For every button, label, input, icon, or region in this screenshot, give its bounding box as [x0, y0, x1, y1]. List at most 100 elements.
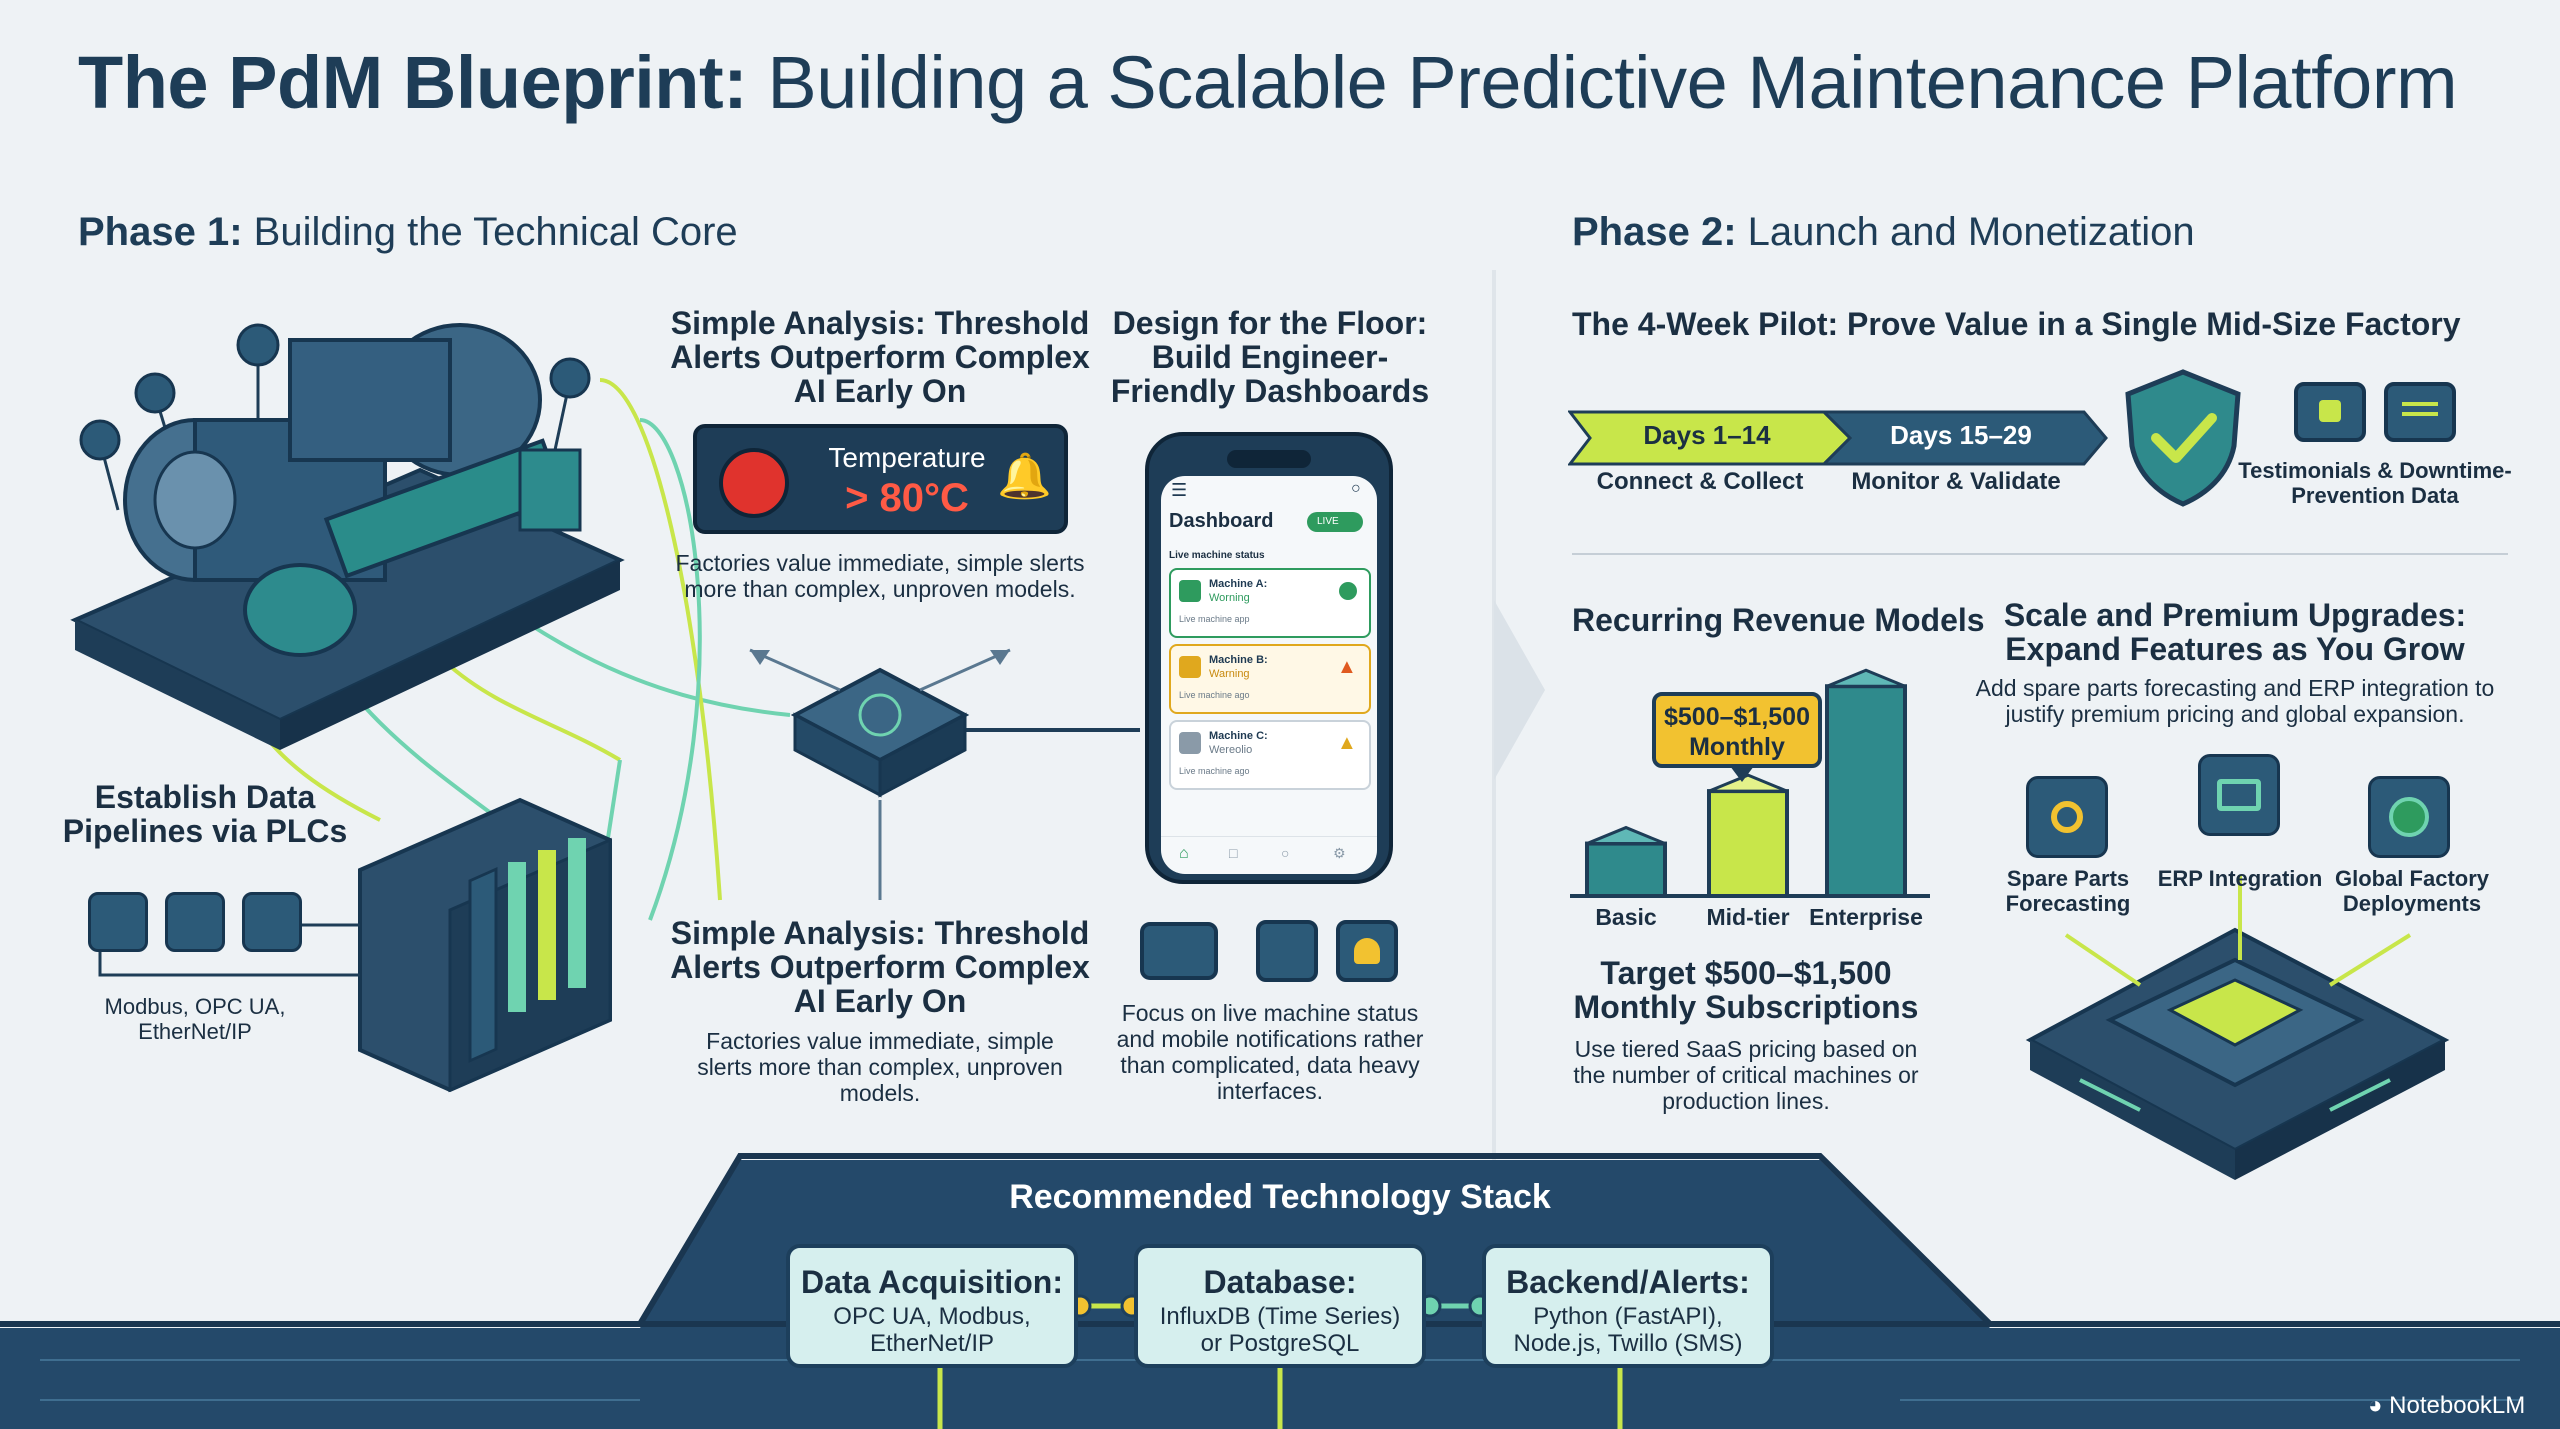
- upgrades-heading: Scale and Premium Upgrades: Expand Featu…: [2003, 597, 2467, 667]
- stack-database: Database: InfluxDB (Time Series) or Post…: [1134, 1244, 1426, 1368]
- settings-tab-icon[interactable]: ⚙: [1333, 845, 1346, 861]
- chat-notification-icon: [1140, 922, 1218, 980]
- notification-icon[interactable]: ○: [1351, 480, 1361, 497]
- devices-tab-icon[interactable]: □: [1229, 845, 1238, 861]
- phase2-heading: Phase 2: Launch and Monetization: [1572, 210, 2195, 255]
- price-callout-pointer: [1730, 766, 1754, 782]
- home-tab-icon[interactable]: ⌂: [1179, 845, 1189, 862]
- pipelines-protocols: Modbus, OPC UA, EtherNet/IP: [104, 994, 286, 1044]
- phone-mockup: ☰ ○ Dashboard LIVE Live machine status M…: [1145, 432, 1393, 884]
- stack-item-3-title: Backend/Alerts:: [1506, 1264, 1750, 1300]
- brand-text: NotebookLM: [2389, 1392, 2526, 1419]
- revenue-heading: Recurring Revenue Models: [1572, 602, 1985, 638]
- page-title: The PdM Blueprint: Building a Scalable P…: [78, 40, 2458, 125]
- stack-item-1-title: Data Acquisition:: [801, 1264, 1063, 1300]
- machine-a-icon: [1179, 580, 1201, 602]
- pilot-step-1-range: Days 1–14: [1643, 420, 1771, 450]
- timeline-step-2: [1820, 410, 2108, 466]
- stack-item-2-title: Database:: [1203, 1264, 1357, 1300]
- thumbs-up-icon: [2294, 382, 2366, 442]
- alert-value: > 80°C: [845, 476, 969, 520]
- category-label-basic: Basic: [1595, 904, 1657, 930]
- bar-top-enterprise: [1826, 668, 1906, 688]
- alerts-tab-icon[interactable]: ○: [1281, 845, 1290, 861]
- machine-b-name: Machine B:: [1209, 654, 1268, 666]
- phase1-title: Building the Technical Core: [253, 210, 738, 254]
- pipelines-heading: Establish Data Pipelines via PLCs: [62, 779, 348, 849]
- pilot-timeline: [1568, 410, 2108, 466]
- feature-erp: ERP Integration: [2157, 866, 2323, 891]
- title-rest: Building a Scalable Predictive Maintenan…: [767, 41, 2458, 124]
- bell-icon: 🔔: [997, 452, 1052, 501]
- stack-data-acquisition: Data Acquisition: OPC UA, Modbus, EtherN…: [786, 1244, 1078, 1368]
- folder-gear-icon: [2198, 754, 2280, 836]
- phase2-label: Phase 2:: [1572, 210, 1737, 254]
- testimonial-label: Testimonials & Downtime-Prevention Data: [2238, 458, 2512, 508]
- machine-c-sub: Live machine ago: [1179, 766, 1250, 776]
- machine-card-a[interactable]: Machine A: Worning Live machine app: [1169, 568, 1371, 638]
- title-bold: The PdM Blueprint:: [78, 41, 748, 124]
- menu-icon[interactable]: ☰: [1171, 480, 1188, 500]
- floor-heading: Design for the Floor: Build Engineer-Fri…: [1110, 305, 1430, 409]
- phone-title: Dashboard: [1169, 510, 1274, 532]
- temperature-alert-card: Temperature > 80°C 🔔: [693, 424, 1068, 534]
- revenue-body: Use tiered SaaS pricing based on the num…: [1573, 1036, 1919, 1114]
- phone-tab-bar: ⌂ □ ○ ⚙: [1161, 836, 1377, 874]
- machine-c-icon: [1179, 732, 1201, 754]
- price-callout: $500–$1,500 Monthly: [1652, 692, 1822, 768]
- pilot-step-2-range: Days 15–29: [1890, 420, 2032, 450]
- phase1-label: Phase 1:: [78, 210, 243, 254]
- monitor-icon: [165, 892, 225, 952]
- mobile-icon: [1256, 920, 1318, 982]
- message-icon: [2384, 382, 2456, 442]
- alert-red-light-icon: [719, 448, 789, 518]
- analysis-bottom-body: Factories value immediate, simple slerts…: [697, 1028, 1063, 1106]
- phase1-heading: Phase 1: Building the Technical Core: [78, 210, 738, 255]
- pilot-step-1-label: Connect & Collect: [1596, 468, 1804, 495]
- category-label-enterprise: Enterprise: [1809, 904, 1923, 930]
- brand-icon: ◕: [2368, 1392, 2383, 1419]
- analysis-top-heading: Simple Analysis: Threshold Alerts Outper…: [670, 305, 1090, 409]
- stack-heading: Recommended Technology Stack: [1009, 1178, 1551, 1216]
- alert-label: Temperature: [828, 442, 986, 473]
- machine-a-name: Machine A:: [1209, 578, 1268, 590]
- warning-icon-2: ▲: [1337, 732, 1357, 754]
- bar-top-mid-tier: [1708, 773, 1788, 793]
- bar-enterprise: [1825, 684, 1907, 898]
- phone-screen: ☰ ○ Dashboard LIVE Live machine status M…: [1161, 476, 1377, 874]
- machine-a-status: Worning: [1209, 592, 1250, 604]
- bar-top-basic: [1586, 825, 1666, 846]
- machine-b-status: Warning: [1209, 668, 1250, 680]
- machine-b-icon: [1179, 656, 1201, 678]
- machine-c-name: Machine C:: [1209, 730, 1268, 742]
- machine-card-c[interactable]: Machine C: Wereolio Live machine ago ▲: [1169, 720, 1371, 790]
- feature-global: Global Factory Deployments: [2334, 866, 2490, 916]
- stack-item-1-desc: OPC UA, Modbus, EtherNet/IP: [833, 1303, 1031, 1357]
- brand-label: ◕ NotebookLM: [2368, 1392, 2525, 1420]
- stack-item-2-desc: InfluxDB (Time Series) or PostgreSQL: [1159, 1303, 1401, 1357]
- floor-body: Focus on live machine status and mobile …: [1116, 1000, 1424, 1104]
- shield-check-icon: [2125, 369, 2241, 507]
- bar-basic: [1585, 841, 1667, 898]
- upgrades-body: Add spare parts forecasting and ERP inte…: [1975, 675, 2495, 727]
- machine-b-sub: Live machine ago: [1179, 690, 1250, 700]
- live-toggle[interactable]: LIVE: [1307, 512, 1363, 532]
- globe-icon: [2368, 776, 2450, 858]
- machine-card-b[interactable]: Machine B: Warning Live machine ago ▲: [1169, 644, 1371, 714]
- feature-spare-parts: Spare Parts Forecasting: [2005, 866, 2131, 916]
- alert-bell-icon: [1336, 920, 1398, 982]
- phase2-title: Launch and Monetization: [1747, 210, 2195, 254]
- stack-backend-alerts: Backend/Alerts: Python (FastAPI), Node.j…: [1482, 1244, 1774, 1368]
- pilot-step-2-label: Monitor & Validate: [1851, 468, 2061, 495]
- machine-a-sub: Live machine app: [1179, 614, 1250, 624]
- waveform-icon: [242, 892, 302, 952]
- warning-icon: ▲: [1337, 656, 1357, 678]
- analysis-top-body: Factories value immediate, simple slerts…: [675, 550, 1085, 602]
- phone-section-label: Live machine status: [1169, 550, 1265, 561]
- bar-mid-tier: [1707, 789, 1789, 898]
- wrench-gear-icon: [2026, 776, 2108, 858]
- revenue-target: Target $500–$1,500 Monthly Subscriptions: [1573, 955, 1919, 1025]
- revenue-tier-chart: [1570, 668, 1930, 898]
- machine-c-status: Wereolio: [1209, 744, 1253, 756]
